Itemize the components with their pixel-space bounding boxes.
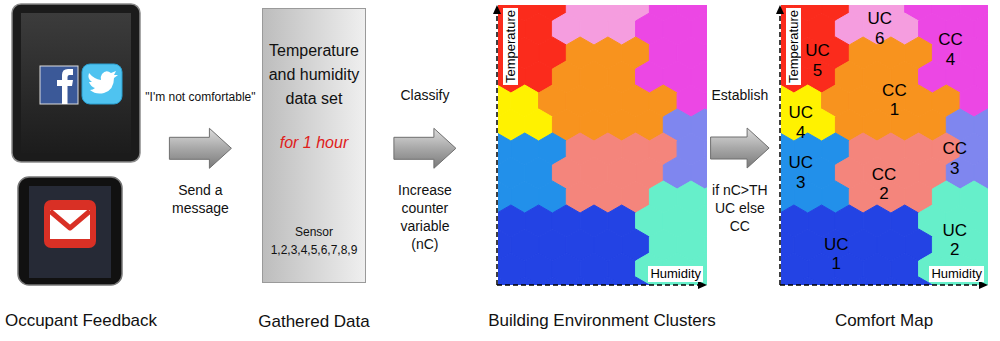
- arrow-note: Send a message: [169, 181, 231, 217]
- region-label-box: CC 2: [872, 165, 897, 204]
- hex-cell: [511, 277, 539, 285]
- region-label-box: CC 4: [938, 30, 963, 69]
- twitter-bird: [88, 71, 118, 94]
- phone-device: [18, 177, 122, 285]
- block-arrow: [169, 128, 231, 168]
- tablet-body: [12, 4, 140, 162]
- region-label: CC 3: [942, 139, 967, 178]
- region-label: UC 1: [824, 235, 849, 274]
- hex-grid: [781, 5, 988, 285]
- comfort-map: TemperatureHumidityComfort MapUC 5UC 6CC…: [780, 5, 988, 285]
- tablet-device: [12, 4, 140, 162]
- hex-maps: [455, 0, 1000, 309]
- temperature-axis: [496, 11, 498, 285]
- block-arrow: [394, 128, 456, 168]
- block-arrow: [711, 128, 770, 168]
- axis-label: Humidity: [648, 266, 703, 282]
- phone-screen: [29, 186, 111, 278]
- region-label-box: UC 2: [942, 221, 967, 260]
- hex-cell: [849, 277, 877, 285]
- region-label-box: CC 1: [882, 81, 907, 120]
- panel-caption: Building Environment Clusters: [488, 311, 716, 331]
- region-label-box: CC 3: [942, 139, 967, 178]
- hex-cell: [822, 277, 850, 285]
- box-text: Temperature and humidity data set: [263, 39, 365, 111]
- panel-caption: Gathered Data: [258, 312, 370, 332]
- region-label-box: UC 4: [789, 103, 814, 142]
- map-axes: [493, 5, 707, 289]
- box-text: Sensor 1,2,3,4,5,6,7,8,9: [263, 223, 365, 259]
- hex-cell: [622, 277, 650, 285]
- region-label: UC 6: [868, 9, 893, 48]
- arrow-note: Increase counter variable (nC): [393, 181, 457, 253]
- region-label-box: UC 6: [868, 9, 893, 48]
- region-label: CC 4: [938, 30, 963, 69]
- map-axes: [776, 5, 988, 289]
- axis-arrowhead: [698, 281, 707, 289]
- gmail-envelope: [50, 210, 90, 239]
- tablet-screen: [21, 13, 131, 153]
- region-label: UC 5: [805, 41, 830, 80]
- axis-label: Humidity: [929, 266, 984, 282]
- cluster-map: TemperatureHumidityBuilding Environment …: [497, 5, 707, 285]
- arrow-label: "I'm not comfortable": [145, 90, 255, 104]
- arrow-note: if nC>TH UC else CC: [710, 181, 770, 235]
- axis-label: Temperature: [503, 8, 518, 85]
- hex-cell: [794, 277, 822, 285]
- gmail-icon: [44, 200, 96, 248]
- hex-cell: [539, 277, 567, 285]
- arrow-label: Establish: [711, 87, 768, 104]
- region-label-box: UC 3: [789, 153, 814, 192]
- hex-cell: [594, 277, 622, 285]
- hex-cell: [988, 277, 989, 285]
- hex-cell: [566, 277, 594, 285]
- box-text: for 1 hour: [263, 131, 365, 155]
- axis-arrowhead: [979, 281, 988, 289]
- hex-cell: [498, 277, 511, 285]
- hex-cell: [705, 277, 707, 285]
- hex-cell: [905, 277, 933, 285]
- region-label: UC 2: [942, 221, 967, 260]
- hex-cell: [877, 277, 905, 285]
- temperature-axis: [779, 11, 781, 285]
- arrow-label: Classify: [400, 87, 449, 104]
- panel-caption: Comfort Map: [835, 311, 933, 331]
- humidity-axis: [497, 284, 701, 286]
- region-label: UC 3: [789, 153, 814, 192]
- axis-arrowhead: [776, 5, 784, 14]
- axis-label: Temperature: [786, 8, 801, 85]
- facebook-icon: [40, 66, 78, 104]
- gmail-m: [50, 211, 90, 228]
- facebook-glyph: [57, 69, 73, 104]
- humidity-axis: [780, 284, 982, 286]
- hex-grid: [498, 5, 707, 285]
- region-label: CC 2: [872, 165, 897, 204]
- hex-cell: [781, 277, 794, 285]
- phone-body: [18, 177, 122, 285]
- region-label: UC 4: [789, 103, 814, 142]
- twitter-icon: [82, 64, 122, 104]
- data-set-box: Temperature and humidity data set for 1 h…: [262, 8, 366, 283]
- feedback-panel: Occupant Feedback: [12, 5, 150, 285]
- region-label-box: UC 5: [805, 41, 830, 80]
- panel-caption: Occupant Feedback: [5, 311, 157, 331]
- region-label: CC 1: [882, 81, 907, 120]
- region-label-box: UC 1: [824, 235, 849, 274]
- axis-arrowhead: [493, 5, 501, 14]
